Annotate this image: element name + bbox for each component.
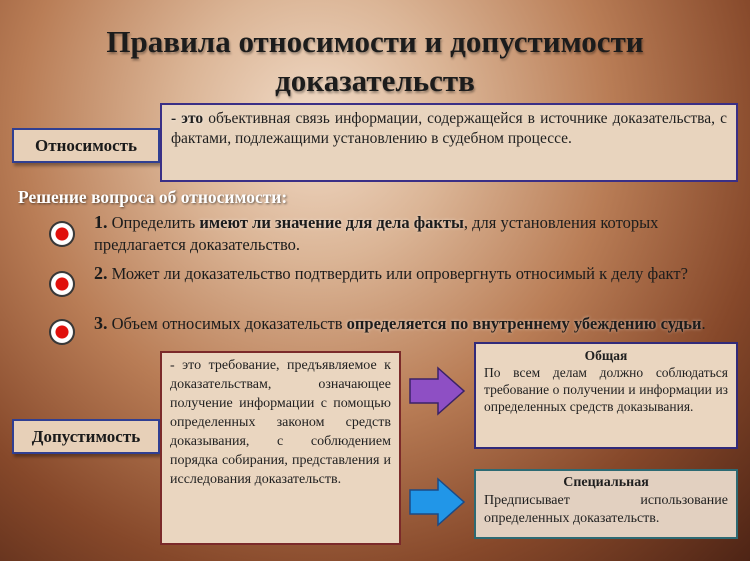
- general-rule-text: По всем делам должно соблюдаться требова…: [484, 365, 728, 414]
- item-1-emphasis: имеют ли значение для дела факты: [199, 213, 464, 232]
- item-3-pre: Объем относимых доказательств: [111, 314, 343, 333]
- arrow-right-icon-general: [409, 366, 466, 416]
- relevance-definition-lead: - это: [171, 110, 204, 127]
- item-2-pre: Может ли доказательство подтвердить или …: [111, 264, 688, 283]
- general-rule-box: Общая По всем делам должно соблюдаться т…: [474, 342, 738, 449]
- bullet-icon-2: [49, 271, 75, 297]
- decision-item-2: 2. Может ли доказательство подтвердить и…: [94, 262, 739, 285]
- bullet-icon-1: [49, 221, 75, 247]
- relevance-definition: - это объективная связь информации, соде…: [160, 103, 738, 182]
- item-3-post: .: [701, 314, 706, 333]
- page-title: Правила относимости и допустимости доказ…: [0, 22, 750, 100]
- decision-item-1: 1. Определить имеют ли значение для дела…: [94, 211, 739, 256]
- decision-heading: Решение вопроса об относимости:: [18, 187, 288, 207]
- title-line-2: доказательств: [275, 63, 475, 98]
- relevance-label: Относимость: [12, 128, 160, 163]
- special-rule-title: Специальная: [563, 475, 649, 490]
- special-rule-text: Предписывает использование определенных …: [484, 493, 728, 526]
- relevance-definition-text: объективная связь информации, содержащей…: [171, 110, 728, 147]
- special-rule-box: Специальная Предписывает использование о…: [474, 469, 738, 539]
- decision-item-3: 3. Объем относимых доказательств определ…: [94, 312, 744, 335]
- item-1-post: , для установления которых предлагается …: [94, 213, 659, 254]
- item-1-pre: Определить: [111, 213, 196, 232]
- bullet-icon-3: [49, 319, 75, 345]
- item-2-number: 2.: [94, 263, 108, 283]
- general-rule-title: Общая: [584, 348, 628, 363]
- item-3-number: 3.: [94, 313, 108, 333]
- admissibility-definition: - это требование, предъявляемое к доказа…: [160, 351, 401, 545]
- arrow-right-icon-special: [409, 477, 466, 527]
- item-1-number: 1.: [94, 212, 108, 232]
- title-line-1: Правила относимости и допустимости: [106, 24, 644, 59]
- item-3-emphasis: определяется по внутреннему убеждению су…: [346, 314, 702, 333]
- admissibility-label: Допустимость: [12, 419, 160, 454]
